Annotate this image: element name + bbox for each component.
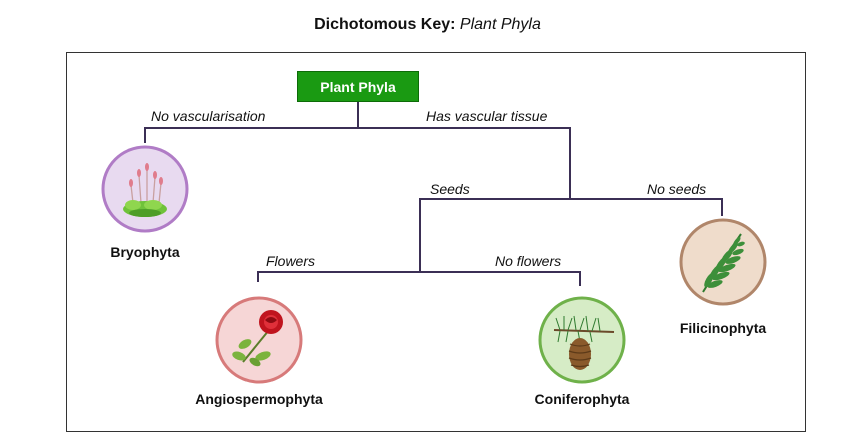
- diagram-title: Dichotomous Key: Plant Phyla: [0, 16, 855, 34]
- diagram-frame: [66, 52, 806, 432]
- branch-no-seeds: No seeds: [647, 181, 707, 197]
- filicinophyta-circle: [679, 218, 767, 306]
- title-subtitle: Plant Phyla: [459, 16, 541, 33]
- angiospermophyta-circle: [215, 296, 303, 384]
- moss-icon: [123, 163, 167, 217]
- label-bryophyta: Bryophyta: [110, 244, 180, 260]
- branch-no-vascularisation: No vascularisation: [151, 108, 266, 124]
- label-angiospermophyta: Angiospermophyta: [195, 391, 323, 407]
- rose-icon: [232, 310, 283, 367]
- bryophyta-circle: [101, 145, 189, 233]
- label-filicinophyta: Filicinophyta: [679, 320, 767, 336]
- fern-icon: [702, 233, 745, 293]
- connector-level2: [419, 198, 723, 220]
- label-coniferophyta: Coniferophyta: [534, 391, 630, 407]
- connector-level3: [257, 271, 581, 286]
- title-main: Dichotomous Key:: [314, 16, 456, 33]
- branch-flowers: Flowers: [266, 253, 316, 269]
- branch-no-flowers: No flowers: [495, 253, 562, 269]
- root-node-plant-phyla: Plant Phyla: [297, 71, 419, 102]
- connector-level1: [144, 127, 571, 199]
- branch-has-vascular-tissue: Has vascular tissue: [426, 108, 548, 124]
- branch-seeds: Seeds: [430, 181, 470, 197]
- pine-cone-icon: [553, 315, 615, 370]
- coniferophyta-circle: [538, 296, 626, 384]
